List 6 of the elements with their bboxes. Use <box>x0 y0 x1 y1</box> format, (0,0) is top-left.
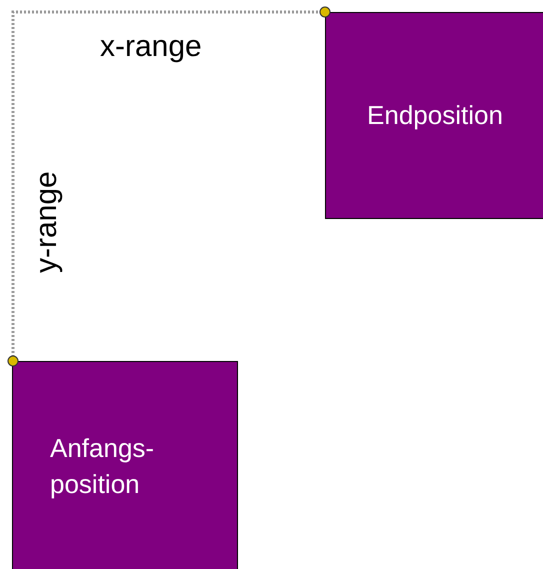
box-label: Endposition <box>367 99 503 132</box>
box-label: Anfangs- position <box>50 432 156 501</box>
axis-range-label: x-range <box>100 30 202 64</box>
position-box <box>12 361 238 569</box>
position-box <box>325 12 543 219</box>
axis-range-label: y-range <box>30 171 64 273</box>
